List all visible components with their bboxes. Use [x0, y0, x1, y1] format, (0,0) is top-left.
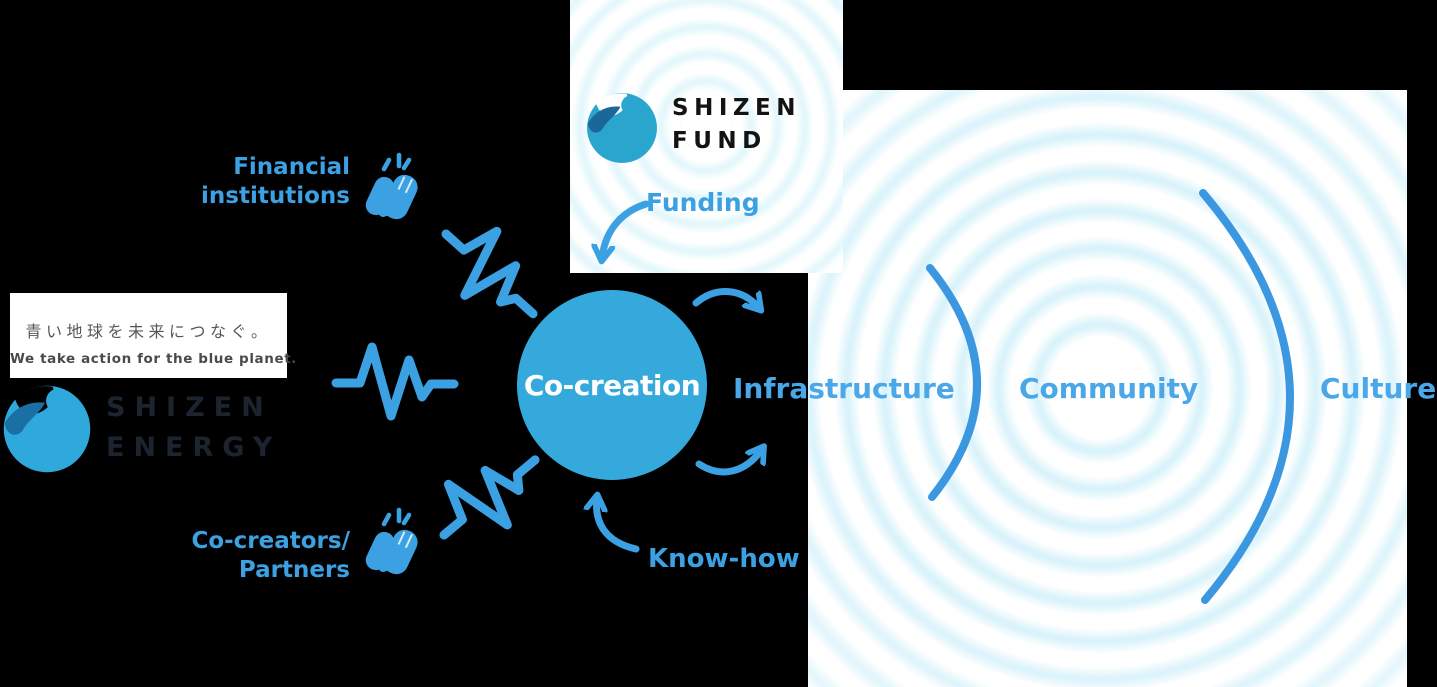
infrastructure-label: Infrastructure — [733, 372, 955, 405]
community-label: Community — [1019, 372, 1199, 405]
output-arrow-bottom-icon — [695, 449, 762, 476]
tagline-japanese: 青い地球を未来につなぐ。 — [25, 322, 272, 341]
energy-wordmark-line1: SHIZEN — [106, 392, 273, 423]
shizen-energy-wordmark: SHIZEN ENERGY — [106, 388, 281, 468]
tagline-english: We take action for the blue planet. — [10, 351, 298, 367]
ripple-background — [808, 90, 1407, 687]
co-creation-circle: Co-creation — [517, 290, 707, 480]
shizen-energy-tagline-box: 青い地球を未来につなぐ。 We take action for the blue… — [10, 293, 298, 378]
culture-label: Culture — [1320, 372, 1437, 405]
energy-wordmark-line2: ENERGY — [106, 432, 282, 463]
output-arrow-top-icon — [692, 288, 759, 308]
pulse-zigzag-bottom-icon — [421, 432, 556, 561]
cocreators-line2: Partners — [238, 557, 350, 583]
pulse-zigzag-middle-icon — [336, 347, 454, 416]
shizen-energy-logo-icon — [3, 385, 91, 473]
funding-label: Funding — [646, 188, 760, 217]
financial-line1: Financial — [233, 154, 350, 180]
knowhow-arrow-icon — [597, 498, 640, 553]
fund-wordmark-line1: SHIZEN — [672, 95, 802, 121]
financial-institutions-label: Financial institutions — [150, 153, 350, 211]
fund-wordmark-line2: FUND — [672, 128, 767, 154]
co-creators-partners-label: Co-creators/ Partners — [150, 527, 350, 585]
pulse-zigzag-top-icon — [424, 207, 558, 337]
shizen-fund-wordmark: SHIZEN FUND — [672, 92, 801, 158]
shizen-fund-panel: SHIZEN FUND — [570, 0, 843, 273]
shizen-fund-logo-icon — [587, 93, 657, 163]
clap-icon-cocreators — [362, 510, 421, 578]
financial-line2: institutions — [201, 183, 350, 209]
clap-icon-financial — [362, 155, 421, 223]
cocreators-line1: Co-creators/ — [191, 528, 350, 554]
know-how-label: Know-how — [648, 544, 800, 574]
co-creation-label: Co-creation — [523, 368, 701, 402]
